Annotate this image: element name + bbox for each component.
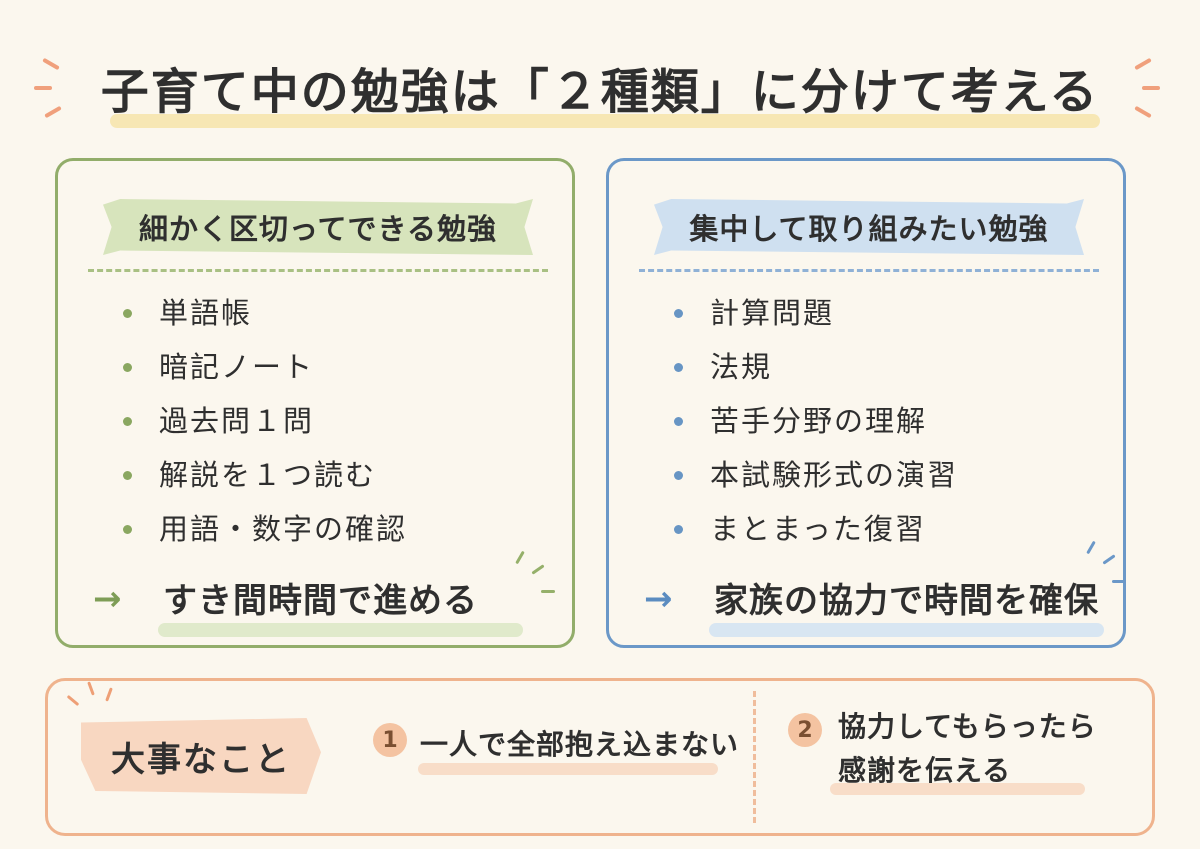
right-card-list: 計算問題 法規 苦手分野の理解 本試験形式の演習 まとまった復習 — [674, 286, 958, 556]
right-card-heading: 集中して取り組みたい勉強 — [654, 199, 1084, 255]
point-number-badge: 2 — [788, 713, 822, 747]
important-label: 大事なこと — [81, 718, 321, 794]
right-action-highlight — [709, 623, 1104, 637]
list-item: 計算問題 — [674, 286, 958, 340]
left-card-heading: 細かく区切ってできる勉強 — [103, 199, 533, 255]
right-card: 集中して取り組みたい勉強 計算問題 法規 苦手分野の理解 本試験形式の演習 まと… — [606, 158, 1126, 648]
right-card-action: 家族の協力で時間を確保 — [714, 581, 1099, 621]
points-divider — [753, 691, 756, 823]
left-card-divider — [88, 269, 548, 272]
list-item: 本試験形式の演習 — [674, 448, 958, 502]
title-highlight — [110, 114, 1100, 128]
right-arrow-icon: → — [93, 579, 122, 619]
point-number-badge: 1 — [373, 723, 407, 757]
point-2-text-line2: 感謝を伝える — [838, 754, 1012, 787]
list-item: 法規 — [674, 340, 958, 394]
point-2-text-line1: 協力してもらったら — [838, 710, 1097, 743]
point-1-highlight — [418, 763, 718, 775]
left-card: 細かく区切ってできる勉強 単語帳 暗記ノート 過去問１問 解説を１つ読む 用語・… — [55, 158, 575, 648]
right-card-divider — [639, 269, 1099, 272]
page-title: 子育て中の勉強は「２種類」に分けて考える — [100, 64, 1100, 120]
left-card-action: すき間時間で進める — [163, 581, 478, 621]
important-points-box: 大事なこと 1 一人で全部抱え込まない 2 協力してもらったら 感謝を伝える — [45, 678, 1155, 836]
list-item: 単語帳 — [123, 286, 407, 340]
list-item: 暗記ノート — [123, 340, 407, 394]
left-card-list: 単語帳 暗記ノート 過去問１問 解説を１つ読む 用語・数字の確認 — [123, 286, 407, 556]
list-item: 解説を１つ読む — [123, 448, 407, 502]
title-container: 子育て中の勉強は「２種類」に分けて考える — [0, 52, 1200, 122]
left-action-highlight — [158, 623, 523, 637]
point-1-text: 一人で全部抱え込まない — [420, 728, 740, 761]
list-item: まとまった復習 — [674, 502, 958, 556]
list-item: 苦手分野の理解 — [674, 394, 958, 448]
right-arrow-icon: → — [644, 579, 673, 619]
point-2-highlight — [830, 783, 1085, 795]
list-item: 用語・数字の確認 — [123, 502, 407, 556]
list-item: 過去問１問 — [123, 394, 407, 448]
